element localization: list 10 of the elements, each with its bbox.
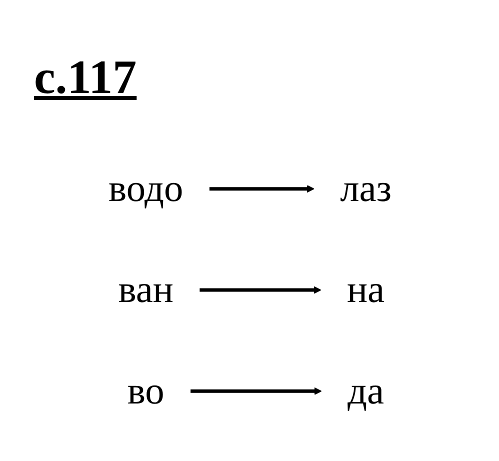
node-text: ван	[118, 268, 174, 311]
node-text: лаз	[340, 167, 392, 210]
arrow	[190, 387, 322, 395]
page-title: с.117	[34, 50, 137, 105]
node-text: во	[127, 369, 164, 412]
node-text: водо	[108, 167, 184, 210]
node-text: да	[348, 369, 384, 412]
node-text: на	[347, 268, 385, 311]
arrow	[200, 286, 322, 294]
arrow	[209, 185, 314, 193]
